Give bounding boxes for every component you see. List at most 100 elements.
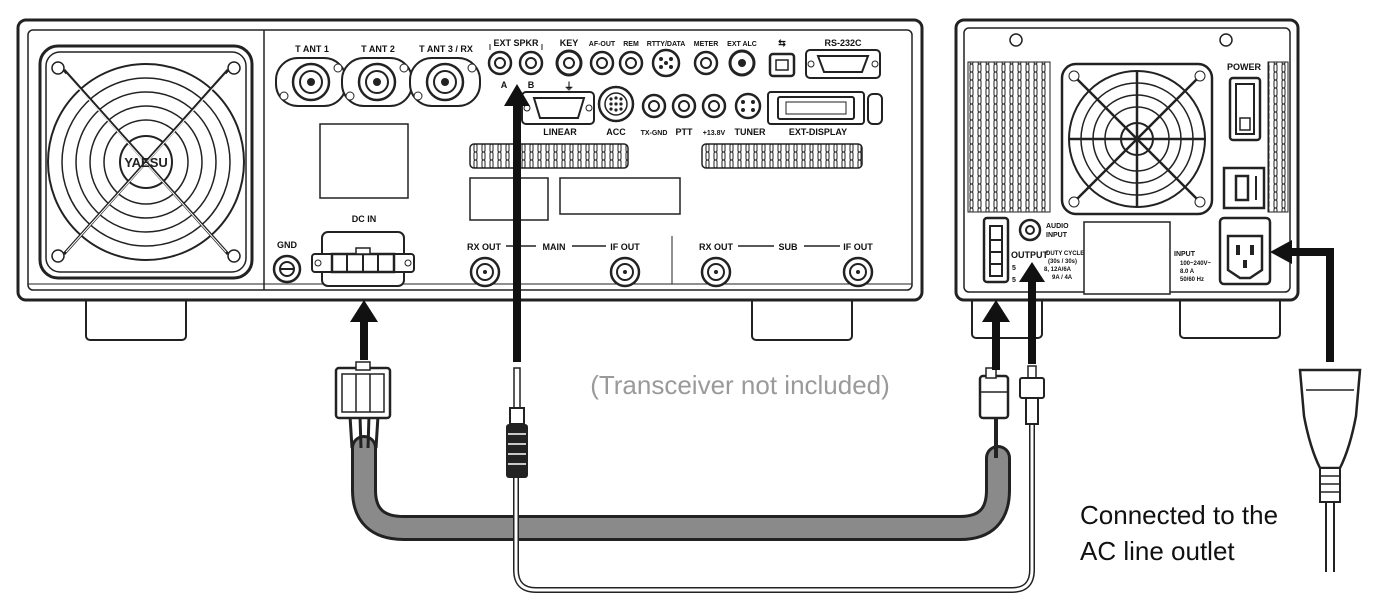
- output-rating-b: 5: [1012, 277, 1016, 284]
- plus-13-8v-label: +13.8V: [703, 130, 726, 137]
- transceiver-foot-right: [751, 297, 853, 341]
- ext-spkr-b-label: B: [528, 80, 535, 90]
- sub-if-out-jack[interactable]: [842, 256, 874, 288]
- upper-jack-row: EXT SPKR A B KEY ⏚ AF-OUT REM RTTY/DATA …: [487, 38, 881, 93]
- ext-alc-jack[interactable]: [728, 49, 756, 77]
- tx-gnd-label: TX-GND: [641, 130, 668, 137]
- transceiver-rear-panel: YAESU T ANT 1 T ANT 2 T ANT 3 / RX: [16, 18, 924, 341]
- duty-cycle-line-3: 8, 12A/6A: [1044, 267, 1072, 273]
- rem-label: REM: [623, 41, 639, 48]
- usb-label: ⇆: [778, 38, 786, 48]
- t-ant-2-label: T ANT 2: [361, 44, 395, 54]
- arrow-ac-inlet: [1270, 240, 1334, 362]
- transceiver-vent-right: [701, 143, 863, 169]
- transceiver-foot-left: [85, 297, 187, 341]
- audio-input-plug: [1019, 365, 1045, 425]
- ptt-label: PTT: [676, 127, 694, 137]
- duty-cycle-line-1: DUTY CYCLE: [1046, 251, 1084, 257]
- antenna-jacks: T ANT 1 T ANT 2 T ANT 3 / RX: [275, 44, 481, 107]
- input-rating-line-4: 50/60 Hz: [1180, 277, 1204, 283]
- plus-13-8v-jack[interactable]: [701, 93, 727, 119]
- main-rx-out-jack[interactable]: [469, 256, 501, 288]
- main-rx-out-label: RX OUT: [467, 242, 502, 252]
- usb-port[interactable]: [768, 52, 796, 78]
- t-ant-3-jack[interactable]: [409, 57, 481, 107]
- input-rating-line-3: 8.0 A: [1180, 269, 1195, 275]
- tuner-port[interactable]: [734, 92, 762, 120]
- duty-cycle-line-2: (30s / 30s): [1048, 259, 1077, 265]
- input-rating-line-2: 100~240V~: [1180, 261, 1212, 267]
- sub-rx-out-jack[interactable]: [700, 256, 732, 288]
- main-if-out-jack[interactable]: [609, 256, 641, 288]
- output-rating-a: 5: [1012, 265, 1016, 272]
- sub-label: SUB: [778, 242, 798, 252]
- arrow-audio-input: [1019, 262, 1045, 364]
- psu-output-plug: [978, 367, 1010, 420]
- power-switch[interactable]: [1228, 76, 1262, 142]
- output-terminal[interactable]: [982, 216, 1010, 284]
- fuse-holder[interactable]: [1222, 166, 1266, 210]
- linear-label: LINEAR: [543, 127, 577, 137]
- dc-in-label: DC IN: [352, 214, 377, 224]
- t-ant-1-jack[interactable]: [275, 57, 347, 107]
- ext-alc-label: EXT ALC: [727, 41, 757, 48]
- power-label: POWER: [1227, 62, 1262, 72]
- ext-spkr-b-jack[interactable]: [518, 50, 544, 76]
- dc-cable-plug: [334, 361, 392, 420]
- psu-foot-right: [1179, 297, 1281, 339]
- key-label: KEY: [560, 38, 579, 48]
- psu-vent-left: [967, 61, 1051, 213]
- t-ant-1-label: T ANT 1: [295, 44, 329, 54]
- arrow-psu-output: [982, 300, 1010, 370]
- rem-jack[interactable]: [618, 50, 644, 76]
- meter-label: METER: [694, 41, 719, 48]
- t-ant-2-jack[interactable]: [341, 57, 413, 107]
- ac-plug: [1298, 368, 1362, 503]
- gnd-label: GND: [277, 240, 298, 250]
- lower-jack-row: LINEAR ACC: [521, 85, 883, 137]
- connection-arrows: [350, 84, 1334, 370]
- ptt-jack[interactable]: [671, 93, 697, 119]
- audio-input-label-2: INPUT: [1046, 232, 1068, 239]
- key-jack[interactable]: [555, 49, 583, 77]
- dc-power-cable: [334, 361, 1011, 541]
- ext-display-label: EXT-DISPLAY: [789, 127, 847, 137]
- ext-spkr-a-jack[interactable]: [487, 50, 513, 76]
- af-out-label: AF-OUT: [589, 41, 616, 48]
- audio-cable: [506, 365, 1045, 593]
- sub-if-out-label: IF OUT: [843, 242, 873, 252]
- ac-power-cord: [1298, 368, 1362, 572]
- rs232c-port[interactable]: [805, 49, 881, 79]
- arrow-dc-in: [350, 300, 378, 360]
- rtty-data-label: RTTY/DATA: [647, 41, 686, 48]
- psu-fan: [1060, 62, 1214, 216]
- main-label: MAIN: [543, 242, 566, 252]
- audio-input-jack[interactable]: [1018, 218, 1042, 242]
- arrow-ext-spkr: [504, 84, 530, 362]
- af-out-jack[interactable]: [589, 50, 615, 76]
- ext-spkr-label: EXT SPKR: [493, 38, 539, 48]
- gnd-terminal[interactable]: [272, 254, 302, 284]
- transceiver-not-included-caption: (Transceiver not included): [590, 370, 890, 400]
- duty-cycle-line-4: 9A / 4A: [1052, 275, 1073, 281]
- ac-inlet[interactable]: [1218, 216, 1272, 286]
- linear-port[interactable]: [521, 91, 595, 125]
- output-label: OUTPUT: [1011, 250, 1049, 260]
- rtty-data-jack[interactable]: [651, 48, 681, 78]
- t-ant-3-label: T ANT 3 / RX: [419, 44, 473, 54]
- dc-in-socket[interactable]: [311, 231, 415, 287]
- audio-input-label-1: AUDIO: [1046, 223, 1069, 230]
- psu-vent-right: [1267, 61, 1289, 213]
- meter-jack[interactable]: [693, 50, 719, 76]
- speaker-plug: [506, 367, 528, 478]
- transceiver-vent-left: [469, 143, 629, 169]
- acc-port[interactable]: [597, 85, 635, 123]
- ac-line-caption-line-1: Connected to the: [1080, 500, 1278, 530]
- main-if-out-label: IF OUT: [610, 242, 640, 252]
- ext-spkr-a-label: A: [501, 80, 508, 90]
- sub-rx-out-label: RX OUT: [699, 242, 734, 252]
- tx-gnd-jack[interactable]: [641, 93, 667, 119]
- tuner-label: TUNER: [735, 127, 766, 137]
- ext-display-port[interactable]: [767, 91, 865, 125]
